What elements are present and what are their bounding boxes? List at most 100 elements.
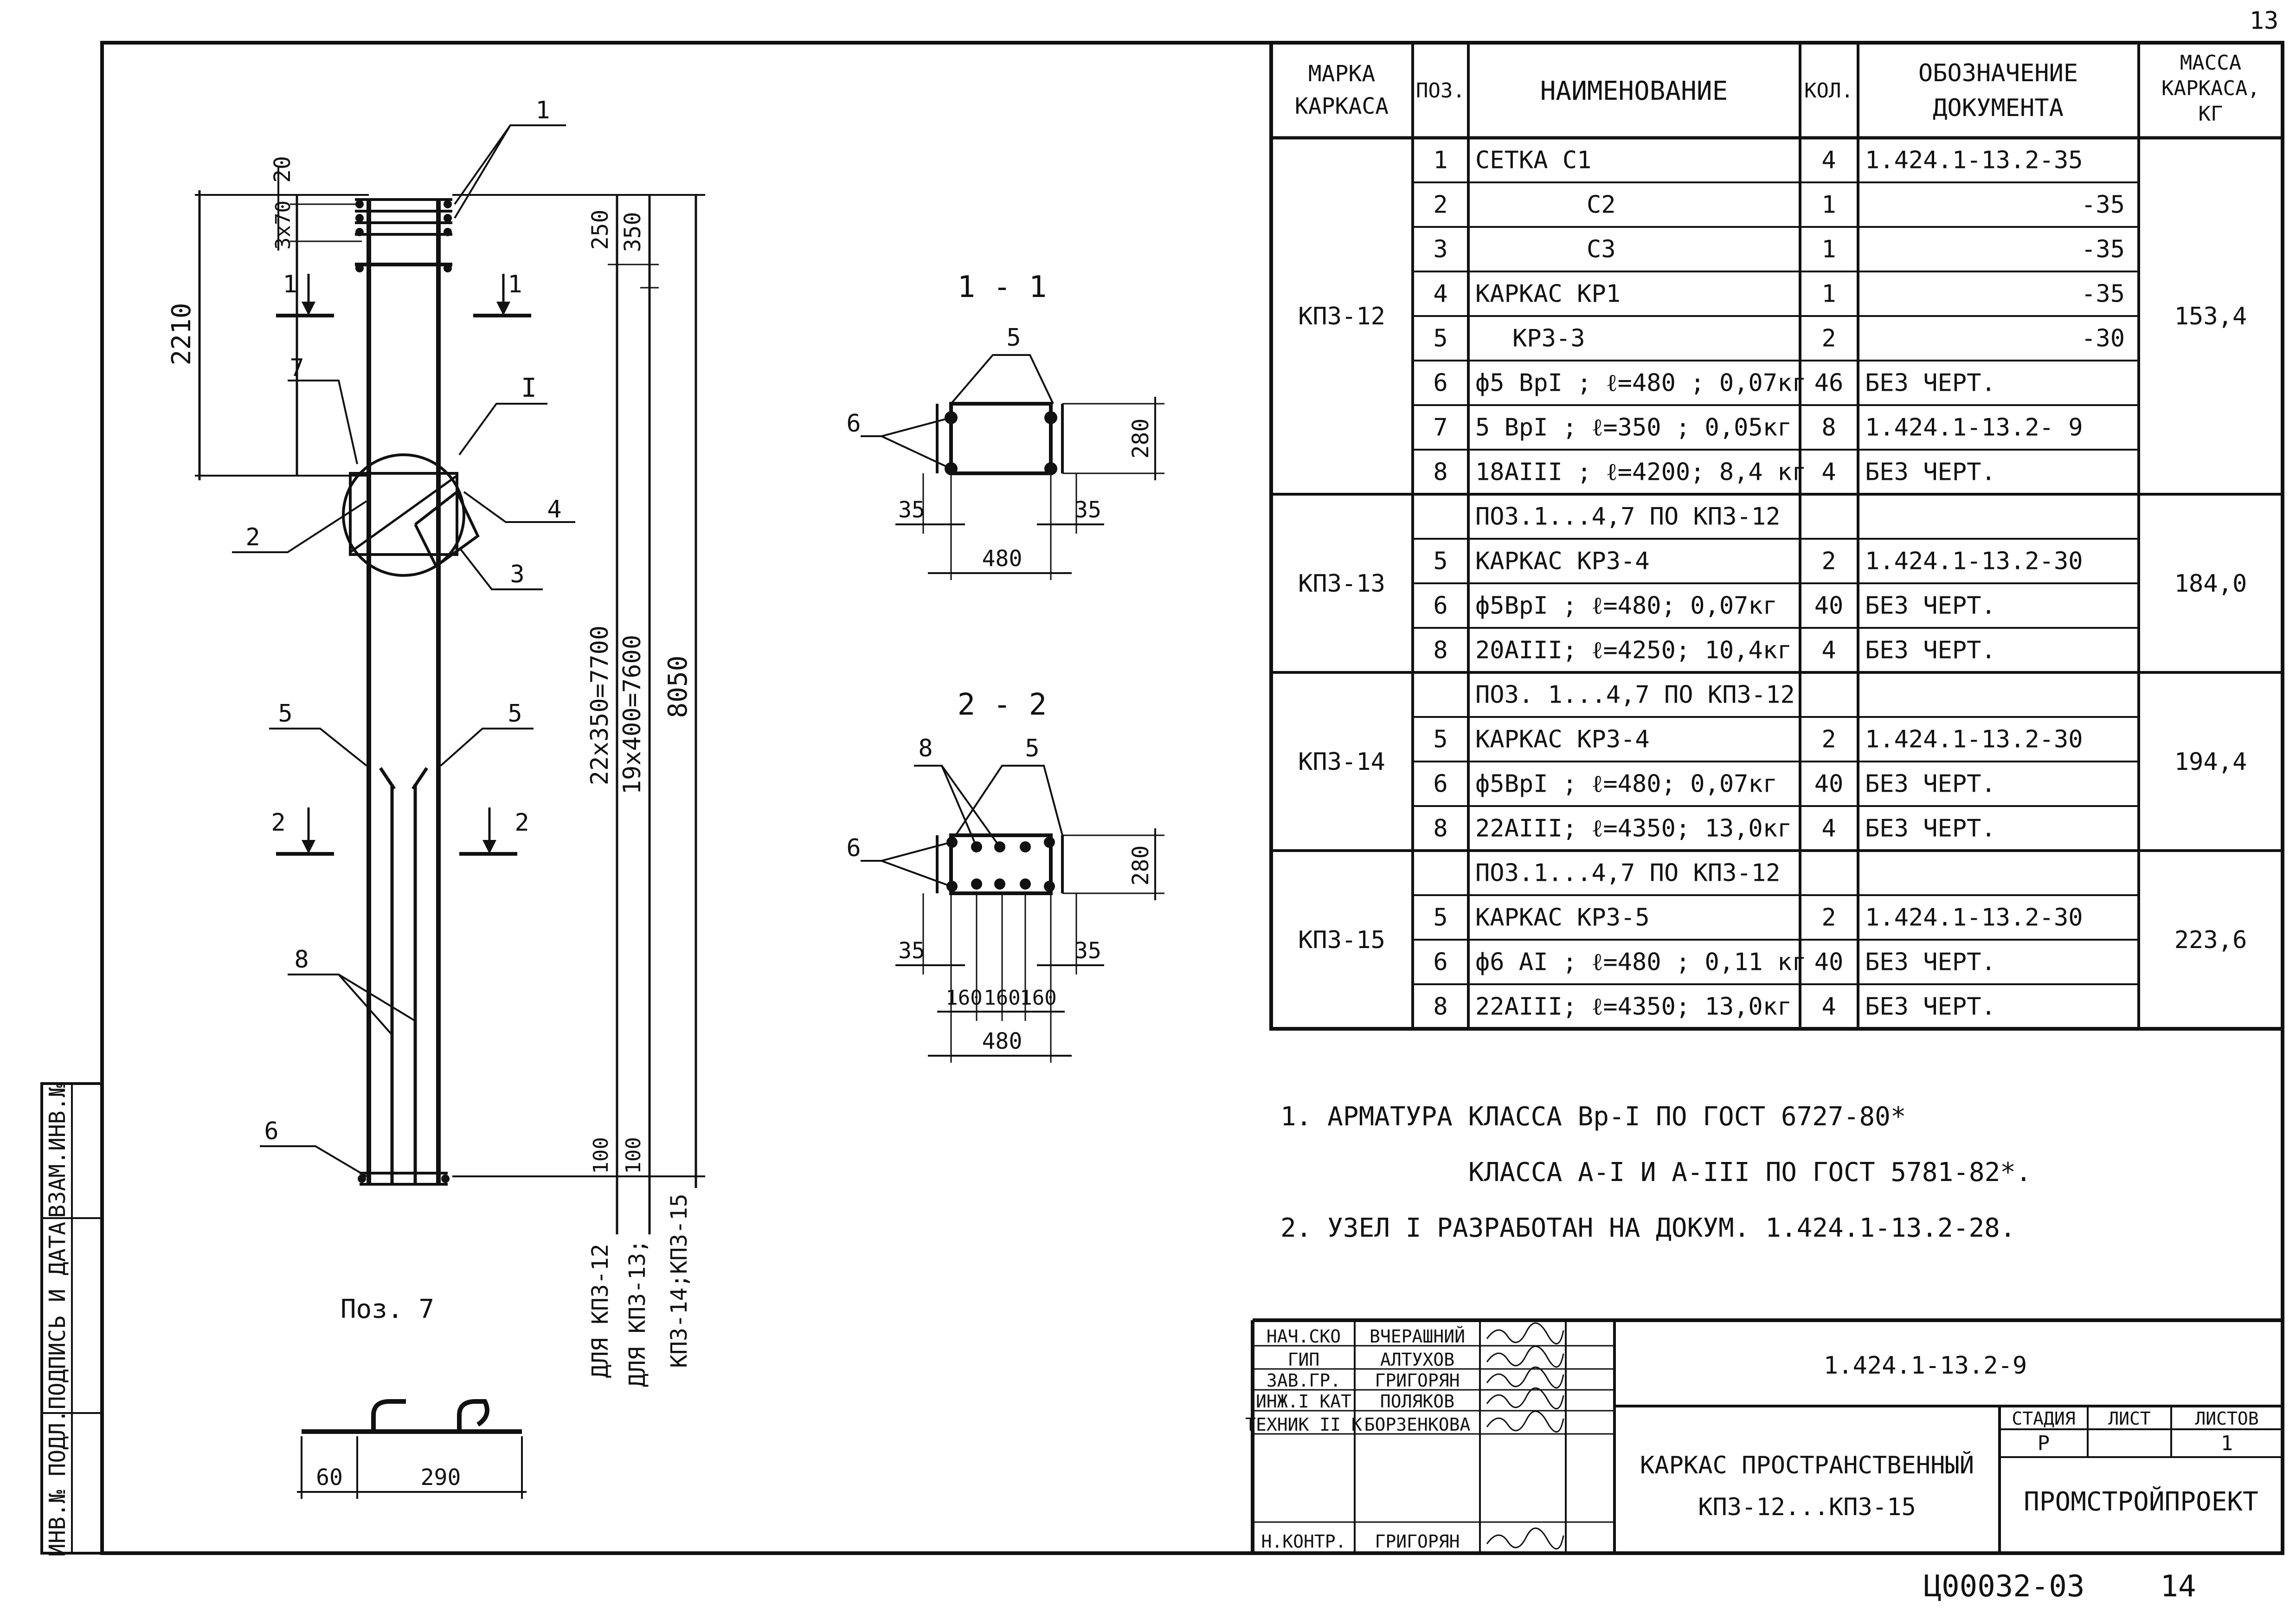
- section-1-1-dim-35-right: 35: [1074, 497, 1101, 523]
- row-name: ф5ВрI ; ℓ=480; 0,07кг: [1475, 592, 1777, 620]
- leader-3: 3: [510, 561, 524, 588]
- doc-code: 1.424.1-13.2-9: [1824, 1352, 2027, 1380]
- header-doc-2: ДОКУМЕНТА: [1933, 94, 2064, 122]
- row-qty: 4: [1821, 146, 1836, 174]
- person-role: Н.КОНТР.: [1261, 1531, 1346, 1552]
- person-role: ИНЖ.I КАТ: [1256, 1391, 1351, 1412]
- row-name: ПОЗ.1...4,7 ПО КП3-12: [1475, 503, 1780, 530]
- title-person-row: ЗАВ.ГР. ГРИГОРЯН: [1267, 1366, 1564, 1391]
- header-name: НАИМЕНОВАНИЕ: [1540, 76, 1728, 106]
- dim-2210: 2210: [167, 303, 197, 366]
- group-mark: КП3-12: [1298, 303, 1385, 330]
- row-pos: 2: [1433, 191, 1447, 219]
- section-2-2-dim-160-a: 160: [945, 986, 982, 1010]
- cut-marks: 1 1 2 2: [271, 271, 531, 856]
- header-doc-1: ОБОЗНАЧЕНИЕ: [1918, 59, 2078, 87]
- footer-code: Ц00032-03: [1924, 1569, 2085, 1604]
- row-qty: 2: [1821, 324, 1836, 352]
- person-name: ПОЛЯКОВ: [1380, 1391, 1454, 1412]
- section-2-2-dim-35-right: 35: [1074, 938, 1101, 964]
- row-pos: 6: [1433, 369, 1447, 397]
- table-row: ПОЗ. 1...4,7 ПО КП3-12: [1475, 681, 1795, 709]
- row-name: 5 ВрI ; ℓ=350 ; 0,05кг: [1475, 413, 1792, 441]
- cut-1-right: 1: [508, 271, 522, 298]
- footer-page: 14: [2160, 1569, 2196, 1604]
- row-qty: 4: [1821, 814, 1836, 842]
- leader-1: 1: [535, 97, 550, 124]
- signature: [1486, 1527, 1564, 1549]
- row-name: КАРКАС КР1: [1475, 280, 1621, 308]
- row-pos: 8: [1433, 458, 1447, 486]
- row-pos: 8: [1433, 993, 1447, 1020]
- header-mass-1: МАССА: [2180, 51, 2241, 75]
- section-2-2-label-8: 8: [918, 735, 933, 762]
- dim-3x70: 3х70: [271, 200, 295, 250]
- header-pos: ПОЗ.: [1416, 79, 1465, 103]
- dim-100-b: 100: [622, 1137, 645, 1174]
- section-1-1-dim-280: 280: [1128, 419, 1154, 459]
- side-stamp: ИНВ.№ ПОДЛ. ПОДПИСЬ И ДАТА ВЗАМ.ИНВ.№: [45, 1084, 71, 1557]
- row-name: ф5 ВрI ; ℓ=480 ; 0,07кг: [1475, 369, 1807, 397]
- row-name: 22АIII; ℓ=4350; 13,0кг: [1475, 993, 1792, 1020]
- row-pos: 5: [1433, 725, 1447, 753]
- row-qty: 4: [1821, 458, 1836, 486]
- group-mass: 223,6: [2174, 926, 2247, 954]
- person-name: ВЧЕРАШНИЙ: [1370, 1326, 1465, 1347]
- variant-kp3-13: ДЛЯ КП3-13;: [624, 1239, 650, 1387]
- header-qty: КОЛ.: [1804, 79, 1853, 103]
- row-pos: 4: [1433, 280, 1447, 308]
- row-qty: 2: [1821, 725, 1836, 753]
- section-2-2-dim-280: 280: [1128, 845, 1154, 886]
- person-role: ЗАВ.ГР.: [1267, 1370, 1341, 1391]
- leader-4: 4: [547, 496, 561, 523]
- person-role: НАЧ.СКО: [1267, 1326, 1341, 1347]
- row-doc: -35: [2081, 280, 2125, 308]
- sheet-header: ЛИСТ: [2108, 1408, 2151, 1429]
- header-mark-2: КАРКАСА: [1295, 93, 1389, 119]
- cut-1-left: 1: [283, 271, 297, 298]
- row-name: ПОЗ.1...4,7 ПО КП3-12: [1475, 859, 1780, 887]
- section-2-2-dim-160-b: 160: [984, 986, 1020, 1010]
- row-qty: 2: [1821, 547, 1836, 575]
- organization: ПРОМСТРОЙПРОЕКТ: [2024, 1486, 2258, 1517]
- row-doc: -35: [2081, 235, 2125, 263]
- row-name: С3: [1587, 235, 1616, 263]
- section-1-1-label-6: 6: [846, 410, 861, 438]
- section-2-2-dim-480: 480: [982, 1028, 1023, 1054]
- leader-2: 2: [245, 523, 260, 551]
- person-name: ГРИГОРЯН: [1375, 1370, 1460, 1391]
- row-pos: 8: [1433, 636, 1447, 664]
- leaders: 1 7 I 2 4 3 5 5 8 6: [232, 97, 575, 1177]
- row-pos: 5: [1433, 547, 1447, 575]
- main-elevation: [342, 198, 480, 1186]
- title-person-row: НАЧ.СКО ВЧЕРАШНИЙ: [1267, 1322, 1564, 1347]
- row-qty: 1: [1821, 235, 1836, 263]
- leader-I: I: [521, 373, 537, 403]
- header-mass-2: КАРКАСА,: [2161, 77, 2260, 100]
- leader-8: 8: [294, 946, 309, 974]
- note-2: 2. УЗЕЛ I РАЗРАБОТАН НА ДОКУМ. 1.424.1-1…: [1280, 1213, 2016, 1243]
- title-line-2: КП3-12...КП3-15: [1698, 1493, 1916, 1521]
- group-mark: КП3-13: [1298, 570, 1385, 598]
- stamp-replaced-inv: ВЗАМ.ИНВ.№: [45, 1084, 71, 1218]
- row-doc: 1.424.1-13.2-30: [1865, 904, 2083, 931]
- row-doc: БЕЗ ЧЕРТ.: [1865, 592, 1996, 620]
- row-name: ф6 АI ; ℓ=480 ; 0,11 кг: [1475, 948, 1807, 976]
- row-qty: 4: [1821, 636, 1836, 664]
- row-doc: -35: [2081, 191, 2125, 219]
- row-qty: 1: [1821, 191, 1836, 219]
- row-qty: 40: [1814, 770, 1844, 798]
- row-name: КАРКАС КР3-4: [1475, 725, 1650, 753]
- row-qty: 8: [1821, 413, 1836, 441]
- variant-kp3-14-15: КП3-14;КП3-15: [666, 1194, 692, 1368]
